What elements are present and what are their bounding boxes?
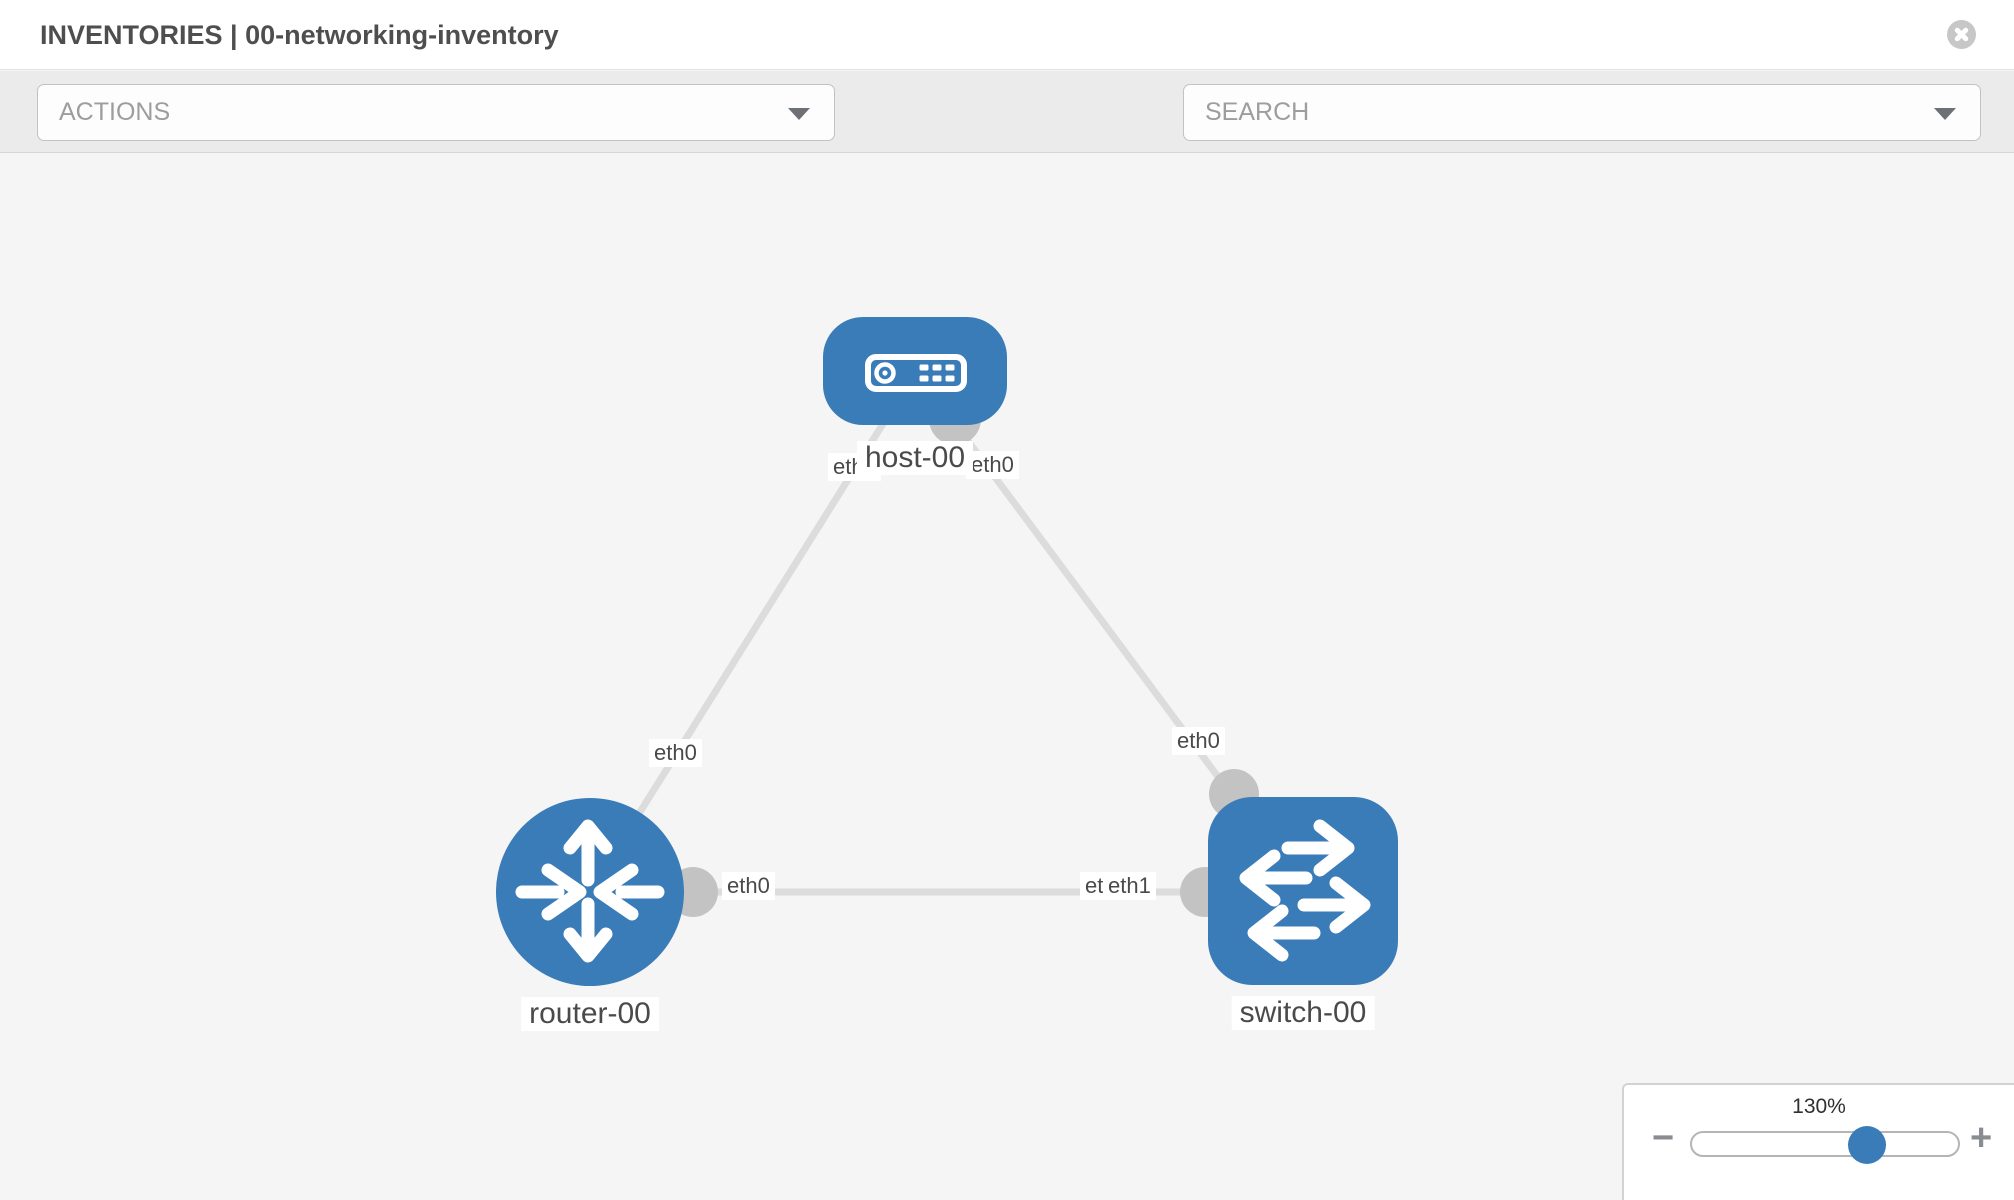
topology-canvas[interactable]: eth0 eth0 eth0 eth0 eth0 eth0 eth1 host-… xyxy=(0,153,2014,1200)
router-arrows-icon xyxy=(515,819,665,963)
search-dropdown[interactable] xyxy=(1183,84,1981,141)
zoom-panel: 130% − + xyxy=(1622,1083,2014,1200)
zoom-slider[interactable] xyxy=(1690,1126,1960,1164)
search-input[interactable] xyxy=(1205,85,1905,139)
interface-label: eth0 xyxy=(722,872,775,900)
node-label-host: host-00 xyxy=(856,441,974,475)
node-host[interactable] xyxy=(823,317,1007,425)
page-title: INVENTORIES | 00-networking-inventory xyxy=(40,20,559,50)
zoom-in-button[interactable]: + xyxy=(1970,1117,1993,1159)
interface-label: eth0 xyxy=(1172,727,1225,755)
interface-label: eth0 xyxy=(966,451,1019,479)
node-router[interactable] xyxy=(496,798,684,986)
zoom-out-button[interactable]: − xyxy=(1652,1117,1675,1159)
switch-arrows-icon xyxy=(1239,819,1371,962)
zoom-slider-knob[interactable] xyxy=(1848,1126,1886,1164)
node-label-switch: switch-00 xyxy=(1231,996,1375,1030)
header: INVENTORIES | 00-networking-inventory xyxy=(0,0,2014,70)
close-button[interactable] xyxy=(1947,20,1976,49)
toolbar: ACTIONS xyxy=(0,71,2014,200)
server-icon xyxy=(865,354,967,392)
interface-label: eth1 xyxy=(1103,872,1156,900)
node-switch[interactable] xyxy=(1208,797,1398,985)
chevron-down-icon xyxy=(1934,108,1956,120)
interface-label: eth0 xyxy=(649,739,702,767)
actions-dropdown[interactable]: ACTIONS xyxy=(37,84,835,141)
zoom-level-text: 130% xyxy=(1792,1095,1846,1118)
actions-dropdown-label: ACTIONS xyxy=(59,98,171,126)
node-label-router: router-00 xyxy=(521,997,659,1031)
chevron-down-icon xyxy=(788,108,810,120)
